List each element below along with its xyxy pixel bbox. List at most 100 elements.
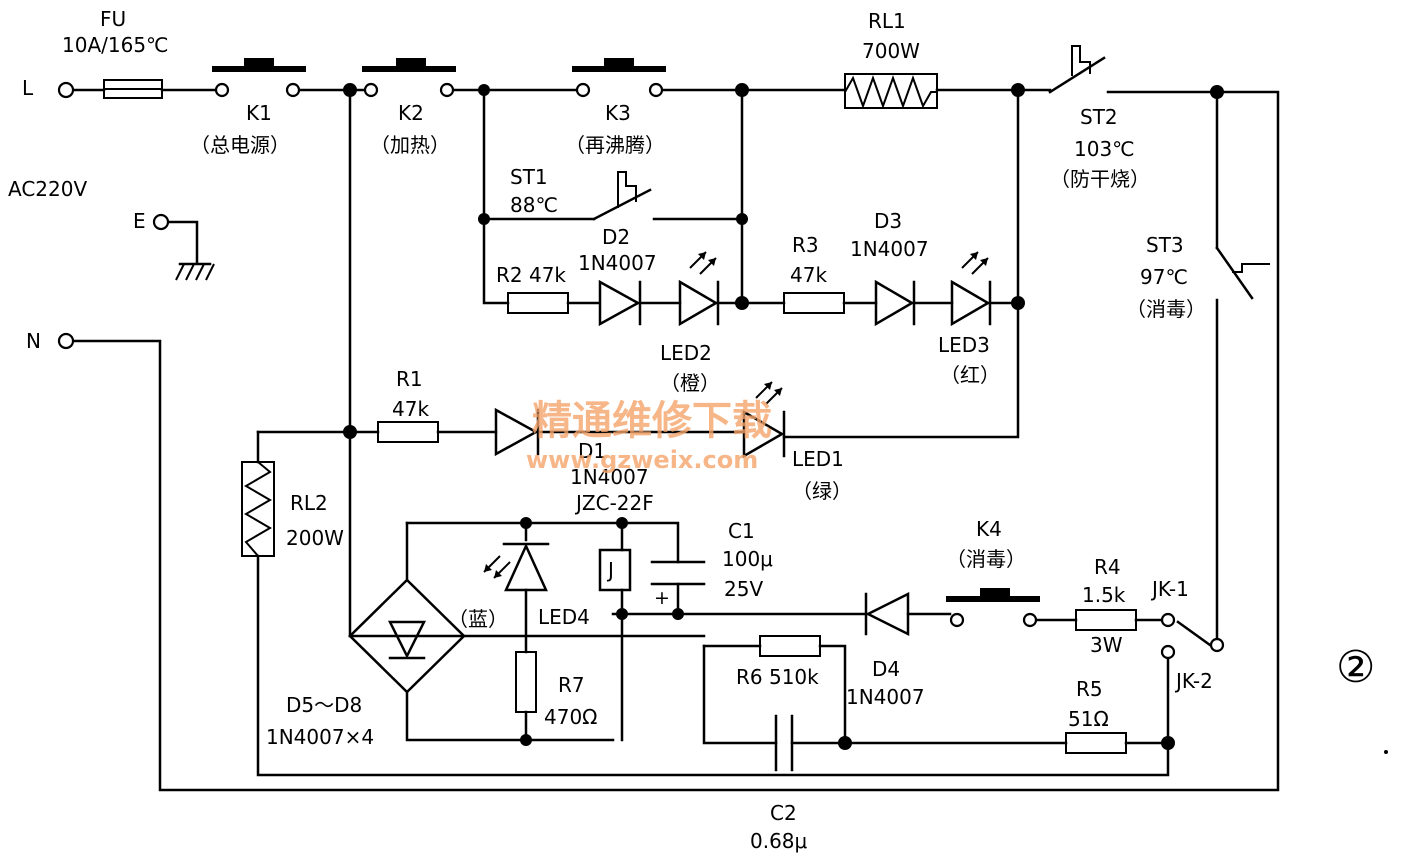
jack-switch-jk: JK-1 JK-2 [1150,577,1225,693]
svg-text:D2: D2 [602,225,630,249]
svg-text:10A/165℃: 10A/165℃ [62,33,169,57]
svg-text:R2 47k: R2 47k [496,263,566,287]
svg-text:精通维修下载: 精通维修下载 [532,398,772,444]
ground-icon [175,263,215,281]
wires [71,88,1280,792]
switch-k4: K4 （消毒） [946,517,1040,628]
resistor-r7: R7 470Ω [515,651,597,729]
resistor-r3: R3 47k [783,233,845,314]
svg-text:100μ: 100μ [722,547,773,571]
svg-text:1N4007×4: 1N4007×4 [266,725,374,749]
svg-text:103℃: 103℃ [1074,137,1135,161]
svg-text:R1: R1 [396,367,423,391]
svg-text:（红）: （红） [940,363,1000,387]
diode-d1: D1 1N4007 [494,407,649,489]
resistor-r5: R5 51Ω [1065,677,1127,754]
junction-dots [343,83,1224,750]
svg-text:（绿）: （绿） [792,479,852,503]
thermostat-st1: ST1 88℃ [510,165,652,221]
svg-text:1N4007: 1N4007 [850,237,929,261]
svg-text:25V: 25V [724,577,763,601]
svg-text:D3: D3 [874,209,902,233]
svg-text:（消毒）: （消毒） [1126,297,1206,321]
svg-text:LED1: LED1 [792,447,844,471]
svg-text:47k: 47k [392,397,429,421]
svg-text:R4: R4 [1094,555,1121,579]
svg-text:R3: R3 [792,233,819,257]
svg-text:（防干烧）: （防干烧） [1050,167,1150,191]
supply-voltage-label: AC220V [8,177,87,201]
svg-text:88℃: 88℃ [510,193,558,217]
diode-d3: D3 1N4007 [850,209,929,327]
svg-text:（橙）: （橙） [660,371,720,395]
capacitor-c2: C2 0.68μ [750,714,808,853]
svg-text:200W: 200W [286,526,344,550]
resistor-r1: R1 47k [377,367,439,443]
svg-text:（蓝）: （蓝） [448,607,508,631]
svg-text:JK-2: JK-2 [1174,669,1213,693]
resistor-r4: R4 1.5k 3W [1075,555,1137,657]
svg-text:LED2: LED2 [660,341,712,365]
svg-text:3W: 3W [1090,633,1123,657]
svg-text:C1: C1 [728,519,755,543]
svg-text:D4: D4 [872,657,900,681]
led-led1: LED1 （绿） [742,381,852,503]
svg-text:LED4: LED4 [538,605,590,629]
fuse-fu: FU 10A/165℃ [62,7,169,99]
terminal-e-label: E [133,209,146,233]
bridge-rectifier-d5-d8: D5～D8 1N4007×4 [266,578,466,749]
figure-number: ② [1336,642,1388,754]
svg-text:RL2: RL2 [290,491,328,515]
svg-text:JZC-22F: JZC-22F [574,491,654,515]
resistor-r2: R2 47k [496,263,569,314]
switch-k1: K1 （总电源） [190,58,306,157]
svg-text:K2: K2 [398,101,424,125]
svg-text:（加热）: （加热） [370,133,450,157]
watermark: 精通维修下载 www.gzweix.com [526,398,772,474]
svg-text:（消毒）: （消毒） [946,547,1026,571]
led-led3: LED3 （红） [938,251,1000,387]
relay-coil-j: J JZC-22F [574,491,654,592]
svg-text:②: ② [1336,642,1375,693]
svg-text:700W: 700W [862,39,920,63]
svg-text:K4: K4 [976,517,1002,541]
terminal-n-label: N [26,329,41,353]
svg-text:51Ω: 51Ω [1068,707,1109,731]
svg-text:ST1: ST1 [510,165,548,189]
heater-rl2: RL2 200W [241,461,344,557]
svg-text:www.gzweix.com: www.gzweix.com [526,446,758,474]
led-led4: LED4 （蓝） [448,542,590,631]
heater-rl1: RL1 700W [844,9,938,109]
svg-text:K1: K1 [246,101,272,125]
led-led2: LED2 （橙） [660,251,720,395]
switch-k2: K2 （加热） [362,58,456,157]
svg-text:LED3: LED3 [938,333,990,357]
svg-text:FU: FU [100,7,126,31]
svg-text:（再沸腾）: （再沸腾） [565,133,665,157]
svg-text:R6 510k: R6 510k [736,665,819,689]
thermostat-st2: ST2 103℃ （防干烧） [1048,45,1150,191]
svg-text:D5～D8: D5～D8 [286,693,362,717]
switch-k3: K3 （再沸腾） [565,58,666,157]
svg-text:97℃: 97℃ [1140,265,1188,289]
terminal-l [57,81,75,99]
svg-text:C2: C2 [770,801,797,825]
svg-text:（总电源）: （总电源） [190,133,290,157]
svg-text:RL1: RL1 [868,9,906,33]
svg-text:ST3: ST3 [1146,233,1184,257]
svg-text:D1: D1 [578,439,606,463]
svg-text:K3: K3 [605,101,631,125]
capacitor-c1: + C1 100μ 25V [650,519,773,609]
thermostat-st3: ST3 97℃ （消毒） [1126,233,1270,321]
terminals: L E N AC220V [8,76,170,353]
svg-text:1N4007: 1N4007 [846,685,925,709]
svg-text:+: + [654,587,670,609]
diode-d4: D4 1N4007 [846,591,925,709]
svg-text:JK-1: JK-1 [1150,577,1189,601]
terminal-e [152,213,170,231]
resistor-r6: R6 510k [736,635,821,689]
diode-d2: D2 1N4007 [578,225,657,327]
svg-text:R7: R7 [558,673,585,697]
